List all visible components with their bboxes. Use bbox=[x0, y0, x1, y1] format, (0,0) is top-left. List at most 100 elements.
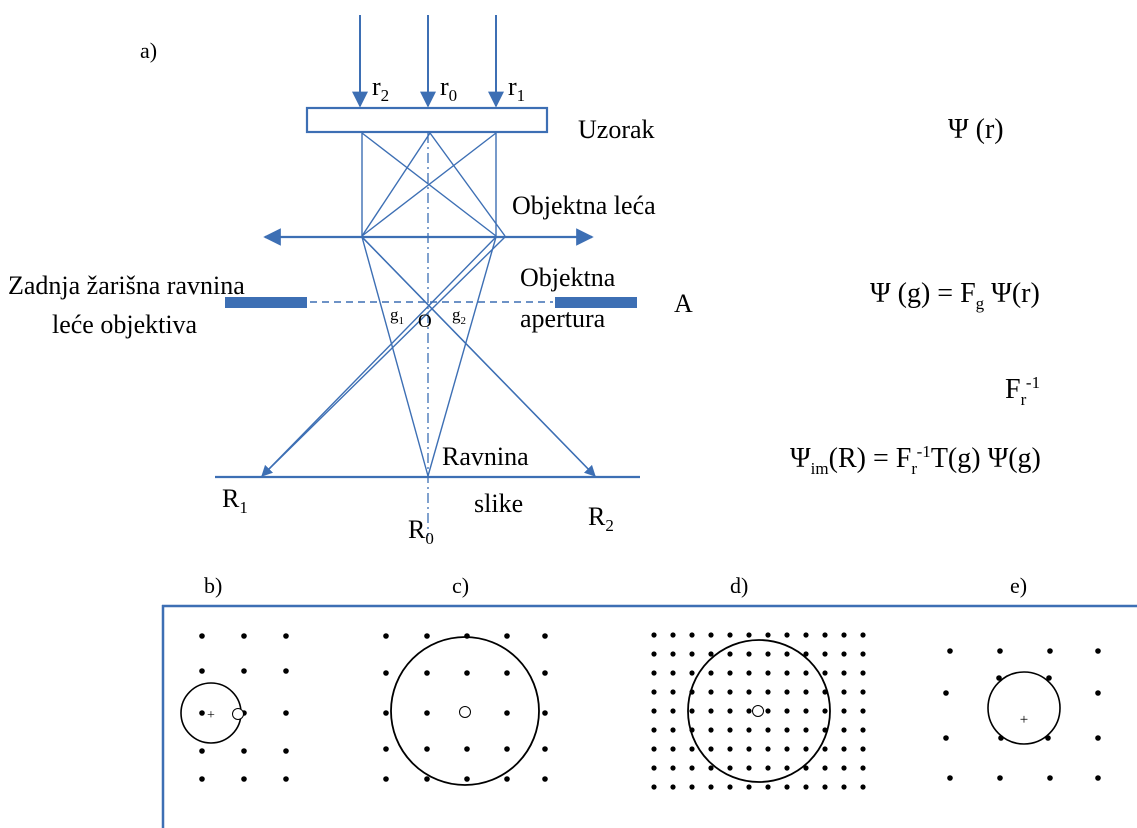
aperture-circle bbox=[987, 671, 1061, 745]
diffraction-pattern-e: + bbox=[943, 648, 1101, 781]
diffraction-spot bbox=[841, 670, 847, 676]
sample-slab bbox=[305, 106, 549, 134]
aperture-right-blade bbox=[555, 297, 637, 308]
diffraction-spot bbox=[424, 776, 430, 782]
diffraction-spot bbox=[283, 633, 289, 639]
aperture-circle bbox=[687, 639, 831, 783]
eq-psi-im: Ψim(R) = Fr-1T(g) Ψ(g) bbox=[790, 442, 1041, 478]
diffraction-spot bbox=[860, 670, 866, 676]
image-point-r0: R0 bbox=[408, 515, 434, 548]
diffraction-spot bbox=[708, 784, 714, 790]
diffraction-spot bbox=[841, 727, 847, 733]
diffraction-spot bbox=[708, 746, 714, 752]
diffraction-spot bbox=[860, 765, 866, 771]
panel-label-b: b) bbox=[204, 573, 222, 598]
diffraction-spot bbox=[689, 670, 695, 676]
diffraction-spot bbox=[651, 727, 657, 733]
diffraction-spot bbox=[670, 746, 676, 752]
diffraction-spot bbox=[765, 689, 771, 695]
diffraction-spot bbox=[424, 670, 430, 676]
diffraction-spot bbox=[1095, 735, 1101, 741]
diffraction-spot bbox=[746, 784, 752, 790]
diffraction-spot bbox=[841, 689, 847, 695]
diffraction-spot bbox=[803, 746, 809, 752]
diffraction-spot bbox=[651, 765, 657, 771]
diffraction-spot bbox=[803, 727, 809, 733]
diffraction-spot bbox=[841, 708, 847, 714]
diffraction-spot bbox=[199, 710, 205, 716]
image-point-r1: R1 bbox=[222, 484, 248, 517]
central-beam-marker bbox=[752, 705, 764, 717]
diffraction-spot bbox=[1095, 690, 1101, 696]
diffraction-spot bbox=[241, 776, 247, 782]
diffraction-spot bbox=[765, 632, 771, 638]
diffraction-spot bbox=[283, 776, 289, 782]
diffraction-pattern-d bbox=[651, 632, 866, 790]
diffraction-spot bbox=[822, 765, 828, 771]
diffraction-spot bbox=[464, 746, 470, 752]
diffraction-spot bbox=[765, 746, 771, 752]
diffraction-spot bbox=[708, 765, 714, 771]
diffraction-spot bbox=[765, 784, 771, 790]
diffraction-spot bbox=[860, 651, 866, 657]
diffraction-spot bbox=[803, 708, 809, 714]
panel-label-a: a) bbox=[140, 38, 157, 63]
diffraction-spot bbox=[746, 765, 752, 771]
diffraction-spot bbox=[860, 727, 866, 733]
diffraction-spot bbox=[424, 746, 430, 752]
diffraction-spot bbox=[803, 632, 809, 638]
back-focal-label-line2: leće objektiva bbox=[52, 310, 198, 339]
axis-cross: + bbox=[1020, 712, 1028, 728]
central-beam-marker bbox=[459, 706, 471, 718]
diffraction-spot bbox=[997, 648, 1003, 654]
diffraction-spot bbox=[708, 727, 714, 733]
diffraction-spot bbox=[727, 689, 733, 695]
diffraction-spot bbox=[784, 651, 790, 657]
diffraction-spot bbox=[504, 670, 510, 676]
diffraction-spot bbox=[383, 710, 389, 716]
diffraction-spot bbox=[424, 633, 430, 639]
diffraction-spot bbox=[670, 727, 676, 733]
diffraction-spot bbox=[765, 708, 771, 714]
diffraction-spot bbox=[199, 776, 205, 782]
diffraction-spot bbox=[283, 710, 289, 716]
diffraction-spot bbox=[784, 765, 790, 771]
diffraction-spot bbox=[670, 689, 676, 695]
diffraction-spot bbox=[383, 746, 389, 752]
diffraction-spot bbox=[1047, 775, 1053, 781]
panel-label-c: c) bbox=[452, 573, 469, 598]
diffraction-spot bbox=[746, 689, 752, 695]
ray-label-r2: r2 bbox=[372, 72, 389, 105]
sample-label: Uzorak bbox=[578, 115, 655, 144]
diffraction-spot bbox=[241, 748, 247, 754]
diffraction-spot bbox=[708, 651, 714, 657]
diffraction-spot bbox=[464, 670, 470, 676]
diffraction-spot bbox=[841, 651, 847, 657]
diffraction-spot bbox=[822, 632, 828, 638]
diffraction-spot bbox=[746, 708, 752, 714]
diffraction-spot bbox=[841, 746, 847, 752]
diffraction-spot bbox=[670, 651, 676, 657]
diffraction-spot bbox=[651, 670, 657, 676]
eq-psi-g: Ψ (g) = Fg Ψ(r) bbox=[870, 278, 1040, 313]
diffraction-spot bbox=[860, 708, 866, 714]
diffraction-spot bbox=[727, 765, 733, 771]
diffraction-spot bbox=[841, 765, 847, 771]
diffraction-pattern-c bbox=[383, 633, 548, 786]
diffraction-spot bbox=[542, 710, 548, 716]
diffraction-spot bbox=[651, 746, 657, 752]
diffraction-spot bbox=[283, 668, 289, 674]
image-point-r2: R2 bbox=[588, 502, 614, 535]
diffraction-spot bbox=[241, 633, 247, 639]
diffraction-spot bbox=[504, 746, 510, 752]
diffraction-spot bbox=[803, 651, 809, 657]
diffraction-spot bbox=[670, 708, 676, 714]
diffraction-spot bbox=[542, 776, 548, 782]
diffraction-spot bbox=[727, 727, 733, 733]
diffraction-spot bbox=[241, 668, 247, 674]
aperture-circle bbox=[390, 636, 540, 786]
diffraction-spot bbox=[947, 648, 953, 654]
diffraction-spot bbox=[464, 776, 470, 782]
diffraction-spot bbox=[670, 670, 676, 676]
diffraction-spot bbox=[765, 727, 771, 733]
